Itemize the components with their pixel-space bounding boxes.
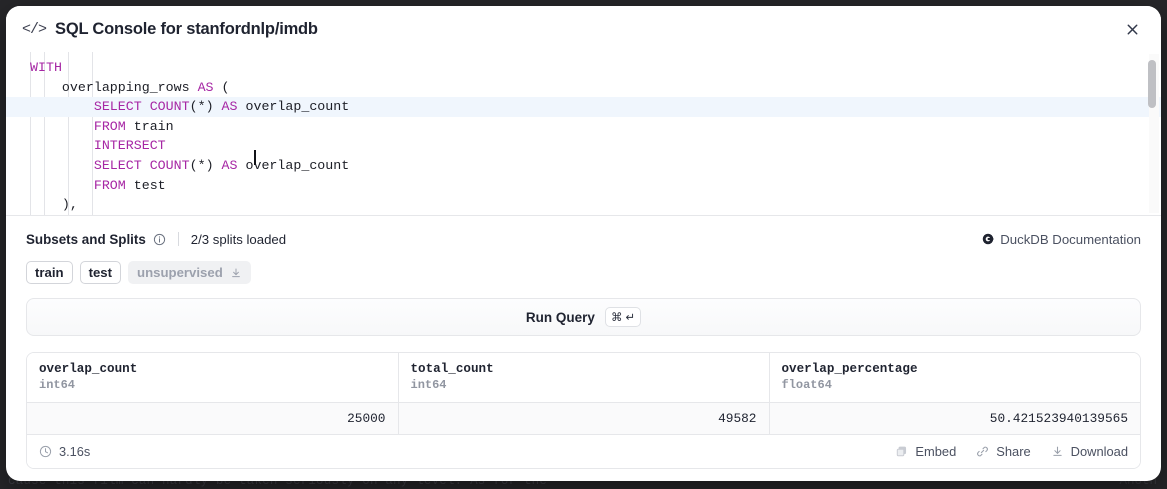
column-type: int64 [410,378,447,392]
editor-line[interactable]: WITH [6,58,1161,78]
editor-line[interactable]: ), [6,195,1161,215]
table-cell: 50.421523940139565 [769,402,1140,434]
editor-token [30,99,94,114]
link-icon [976,445,989,458]
duckdb-documentation-link[interactable]: DuckDB Documentation [982,232,1141,247]
elapsed-time-label: 3.16s [59,444,91,459]
column-type: float64 [781,378,832,392]
shortcut-cmd-glyph: ⌘ [610,312,623,324]
indent-guide [92,52,93,215]
run-query-label: Run Query [525,309,595,325]
run-query-shortcut-badge: ⌘ ↵ [604,307,642,327]
download-label: Download [1070,444,1128,459]
indent-guide [30,52,31,215]
editor-token: overlapping_rows [30,79,198,95]
page-title: SQL Console for stanfordnlp/imdb [55,19,318,38]
table-cell: 25000 [27,402,399,434]
editor-token: AS [221,99,238,115]
embed-label: Embed [915,444,957,459]
editor-scrollbar-thumb[interactable] [1148,60,1156,108]
column-header[interactable]: overlap_percentage float64 [769,353,1140,403]
download-icon [1051,445,1064,458]
editor-token: SELECT COUNT [93,99,190,115]
sql-console-modal: </> SQL Console for stanfordnlp/imdb WIT… [6,6,1161,481]
column-name: overlap_percentage [781,362,918,376]
split-pill-label: test [88,265,113,280]
editor-line[interactable]: SELECT COUNT(*) AS overlap_count [6,97,1161,117]
footer-actions: Embed Share Download [895,444,1128,459]
modal-header: </> SQL Console for stanfordnlp/imdb [6,6,1161,52]
sql-editor-content[interactable]: WITH overlapping_rows AS ( SELECT COUNT(… [6,52,1161,215]
column-type: int64 [39,378,76,392]
editor-line[interactable]: FROM test [6,176,1161,196]
indent-guide [44,52,45,215]
duckdb-documentation-label: DuckDB Documentation [1000,231,1141,247]
editor-token: (*) [189,157,222,173]
split-pill-label: train [35,265,64,280]
editor-token [30,178,94,193]
editor-token: train [125,118,174,134]
duckdb-icon [982,233,994,245]
editor-scrollbar-track[interactable] [1148,54,1159,213]
editor-token: ), [30,197,78,213]
editor-line[interactable]: INTERSECT [6,136,1161,156]
share-button[interactable]: Share [976,444,1031,459]
code-icon: </> [22,20,47,38]
subsets-label: Subsets and Splits [26,231,146,247]
split-pill-test[interactable]: test [79,261,122,284]
editor-token: AS [221,157,238,173]
editor-line[interactable]: overlapping_rows AS ( [6,78,1161,98]
editor-token [30,138,94,153]
info-icon[interactable] [153,233,166,246]
column-name: total_count [410,362,494,376]
editor-token: FROM [93,177,126,193]
text-caret [254,150,256,165]
sql-editor[interactable]: WITH overlapping_rows AS ( SELECT COUNT(… [6,52,1161,216]
download-button[interactable]: Download [1051,444,1128,459]
editor-token: (*) [189,99,222,115]
elapsed-time: 3.16s [39,444,90,459]
editor-token: INTERSECT [93,138,166,154]
run-query-button[interactable]: Run Query ⌘ ↵ [26,298,1141,336]
splits-pill-row: train test unsupervised [26,261,1141,284]
editor-line[interactable]: FROM train [6,117,1161,137]
split-pill-label: unsupervised [137,265,223,280]
editor-token [30,158,94,173]
editor-token: overlap_count [237,157,350,173]
column-header[interactable]: total_count int64 [398,353,770,403]
subsets-and-splits-section: Subsets and Splits 2/3 splits loaded [6,216,1161,284]
indent-guide [68,52,69,215]
column-name: overlap_count [39,362,138,376]
download-icon[interactable] [230,267,242,279]
table-cell: 49582 [398,402,770,434]
close-icon[interactable] [1119,16,1145,42]
editor-token: ( [213,79,230,95]
editor-token [30,119,94,134]
divider [177,232,179,246]
subsets-header-row: Subsets and Splits 2/3 splits loaded [26,228,1141,250]
editor-token: overlap_count [237,99,350,115]
split-pill-train[interactable]: train [26,261,73,284]
editor-token: WITH [30,60,62,75]
splits-loaded-status: 2/3 splits loaded [190,231,287,247]
embed-button[interactable]: Embed [895,444,956,459]
share-label: Share [996,444,1031,459]
results-footer: 3.16s Embed Share Download [27,434,1140,468]
editor-token: AS [197,79,214,95]
shortcut-enter-glyph: ↵ [625,312,636,324]
editor-token: SELECT COUNT [93,157,190,173]
clock-icon [39,445,52,458]
column-header[interactable]: overlap_count int64 [27,353,399,403]
editor-token: test [125,177,166,193]
split-pill-unsupervised[interactable]: unsupervised [128,261,251,284]
copy-icon [895,445,908,458]
editor-token: FROM [93,118,126,134]
editor-line[interactable]: SELECT COUNT(*) AS overlap_count [6,156,1161,176]
